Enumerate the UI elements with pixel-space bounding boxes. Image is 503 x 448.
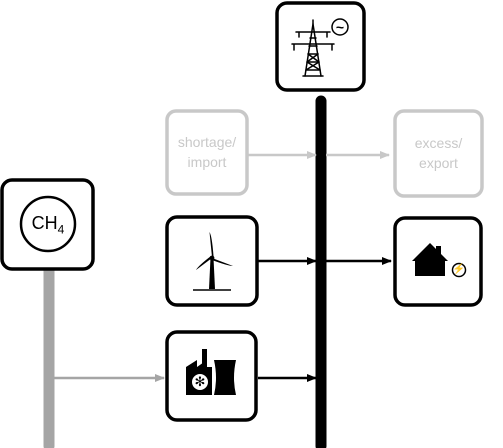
shortage-import-node [165,109,249,196]
excess-export-node [393,109,484,198]
demand-bolt-symbol: ⚡ [452,264,466,275]
shortage-label-line2: import [187,154,227,170]
excess-export-label: excess/ export [395,133,482,173]
shortage-label-line1: shortage/ [177,134,237,150]
gas-source-circle [19,195,77,253]
gas-formula-main: CH [31,213,58,233]
shortage-import-label: shortage/ import [167,132,247,172]
gas-formula-subscript: 4 [57,222,65,237]
grid-ac-symbol: ~ [335,19,345,35]
wind-turbine-icon [193,232,233,291]
power-pylon-icon [291,19,335,77]
house-electricity-icon [412,243,467,278]
grid-node [275,1,366,92]
gas-source-label: CH4 [18,212,78,241]
gas-power-plant-icon [186,349,236,395]
excess-label-line1: excess/ [414,135,463,151]
plant-turbine-symbol: ✻ [194,374,206,389]
excess-label-line2: export [419,155,458,171]
ac-symbol-circle [331,18,349,36]
